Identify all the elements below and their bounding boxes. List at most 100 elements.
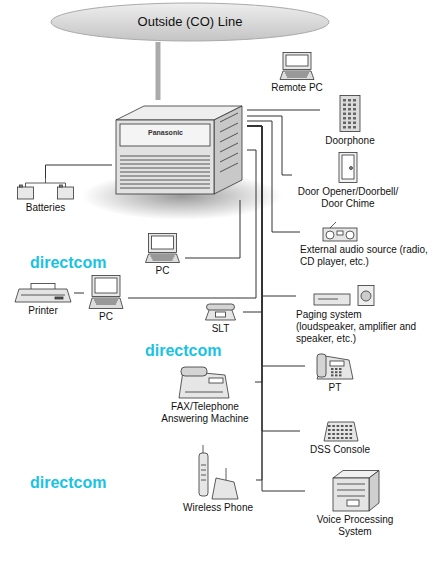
icon-part (18, 187, 34, 199)
device-label: Paging system (loudspeaker, amplifier an… (296, 309, 418, 345)
icon-part (220, 123, 238, 132)
icon-part (353, 104, 356, 107)
icon-part (335, 374, 338, 376)
icon-part (339, 153, 357, 183)
wire (247, 121, 300, 232)
icon-part (149, 234, 177, 253)
icon-part (332, 437, 335, 439)
icon-part (348, 104, 351, 107)
voice-processing: Voice Processing System (305, 470, 405, 538)
co-line-cloud: Outside (CO) Line (50, 2, 330, 42)
icon-part (65, 183, 66, 187)
pc: PC (84, 275, 128, 323)
icon-part (220, 143, 238, 152)
wire (74, 293, 84, 294)
device-label: DSS Console (300, 444, 380, 456)
icon-part (333, 478, 369, 511)
icon-part (353, 122, 356, 125)
icon-part (353, 117, 356, 120)
icon-part (353, 113, 356, 116)
icon-part (323, 228, 357, 241)
icon-part (94, 300, 118, 301)
icon-part (337, 433, 340, 435)
wire (247, 126, 262, 480)
icon-part (58, 187, 74, 199)
device-label: Printer (12, 305, 74, 317)
device-label: Door Opener/Doorbell/ Door Chime (292, 186, 404, 210)
icon-part (343, 104, 346, 107)
icon-part (348, 122, 351, 125)
wire (185, 200, 240, 258)
icon-part (337, 496, 365, 497)
icon-part (120, 180, 210, 181)
icon-part (337, 490, 365, 491)
icon-part (120, 188, 210, 189)
icon-part (347, 500, 359, 506)
door-opener: Door Opener/Doorbell/ Door Chime (292, 152, 404, 210)
icon-part (92, 276, 120, 297)
icon-part (343, 122, 346, 125)
icon-part (345, 437, 348, 439)
dss-icon (300, 420, 380, 442)
dss-console: DSS Console (300, 420, 380, 456)
fax-icon (155, 365, 255, 399)
watermark: directcom (30, 474, 106, 492)
icon-part (326, 231, 334, 239)
doorphone: Doorphone (320, 95, 380, 147)
icon-part (220, 113, 238, 122)
icon-part (120, 156, 210, 157)
icon-part (350, 429, 353, 431)
icon-part (330, 361, 344, 366)
icon-part (345, 433, 348, 435)
pc-icon (140, 233, 185, 263)
icon-part (337, 437, 340, 439)
icon-part (350, 433, 353, 435)
icon-part (283, 53, 311, 70)
device-label: SLT (198, 323, 243, 335)
icon-part (343, 113, 346, 116)
pc-icon (84, 275, 128, 309)
icon-part (146, 254, 180, 263)
icon-part (335, 371, 338, 373)
door-icon (292, 152, 404, 184)
pbx-illustration (112, 100, 247, 200)
icon-part (212, 478, 238, 499)
pc: PC (140, 233, 185, 277)
wireless-phone: Wireless Phone (180, 445, 256, 514)
icon-part (348, 99, 351, 102)
icon-part (341, 437, 344, 439)
icon-part (328, 437, 331, 439)
icon-part (220, 153, 238, 162)
icon-part (151, 256, 175, 257)
printer: Printer (12, 283, 74, 317)
wire (247, 116, 292, 175)
icon-part (318, 299, 338, 300)
icon-part (350, 437, 353, 439)
icon-part (120, 164, 210, 165)
icon-part (216, 312, 226, 317)
slt-icon (198, 303, 243, 321)
icon-part (350, 167, 353, 170)
icon-part (332, 433, 335, 435)
icon-part (201, 475, 206, 476)
icon-part (328, 425, 331, 427)
device-label: Batteries (8, 202, 83, 214)
wire (247, 126, 305, 491)
icon-part (328, 433, 331, 435)
batteries: Batteries (8, 178, 83, 214)
icon-part (337, 484, 365, 485)
watermark: directcom (145, 342, 221, 360)
device-label: PC (140, 265, 185, 277)
icon-part (199, 453, 208, 496)
icon-part (348, 126, 351, 129)
device-label: PT (305, 382, 365, 394)
vps-icon (305, 470, 405, 512)
icon-part (341, 425, 344, 427)
icon-part (280, 71, 314, 80)
device-label: Voice Processing System (305, 514, 405, 538)
icon-part (331, 368, 334, 370)
icon-part (203, 445, 204, 453)
icon-part (350, 425, 353, 427)
icon-part (20, 185, 23, 187)
icon-part (339, 371, 342, 373)
